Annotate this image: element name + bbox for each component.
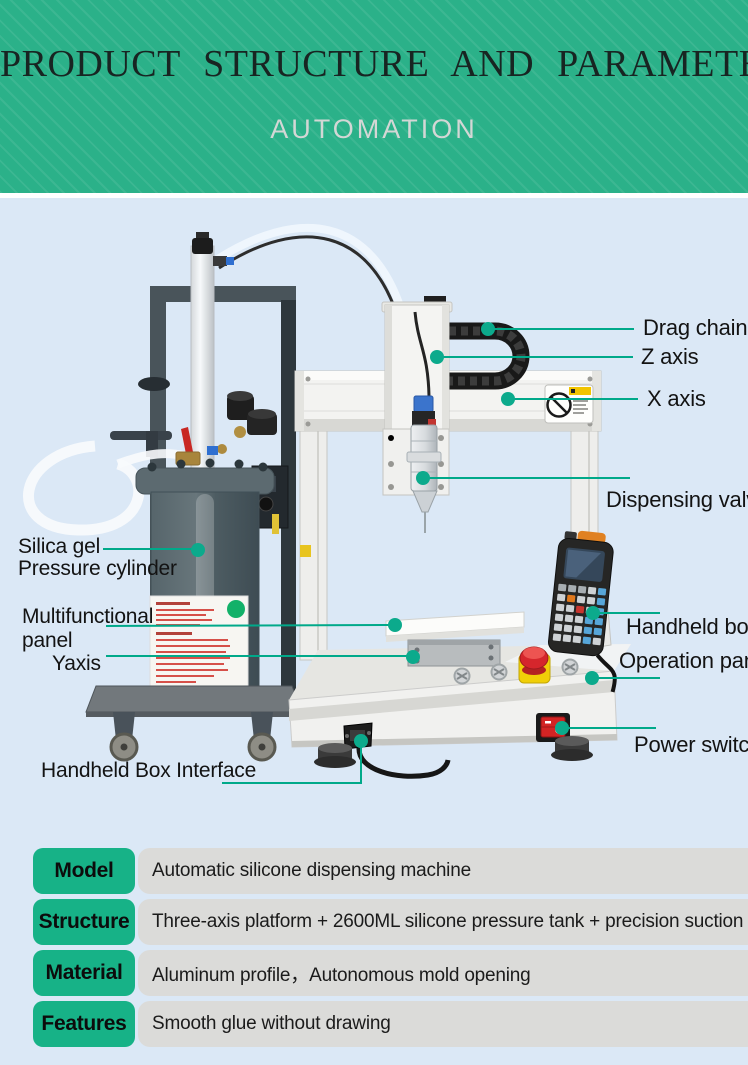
spec-value: Smooth glue without drawing <box>138 1001 748 1047</box>
leader-dot-z-axis <box>430 350 444 364</box>
leader-dot-dispensing-valve <box>416 471 430 485</box>
spec-row-material: Material Aluminum profile，Autonomous mol… <box>0 950 748 996</box>
leader-dot-handheld-interface <box>354 734 368 748</box>
spec-label: Model <box>33 848 135 894</box>
leader-dot-silica-gel <box>191 543 205 557</box>
label-drag-chain: Drag chain <box>643 315 748 340</box>
warning-label <box>544 384 594 424</box>
estop-button <box>518 646 551 684</box>
dispensing-valve-part <box>406 395 442 533</box>
spec-label: Structure <box>33 899 135 945</box>
label-x-axis: X axis <box>647 386 706 411</box>
handheld-pendant <box>547 530 617 693</box>
page-subtitle: AUTOMATION <box>270 114 478 144</box>
leader-lines <box>103 328 660 784</box>
spec-row-structure: Structure Three-axis platform + 2600ML s… <box>0 899 748 945</box>
label-line: Pressure cylinder <box>18 557 177 580</box>
spec-label: Material <box>33 950 135 996</box>
leader-dot-operation-panel <box>585 671 599 685</box>
label-yaxis: Yaxis <box>52 652 101 675</box>
spec-row-features: Features Smooth glue without drawing <box>0 1001 748 1047</box>
label-line: Silica gel <box>18 535 101 558</box>
label-multifunctional-panel: Multifunctional panel <box>22 605 153 653</box>
label-handheld-box: Handheld box <box>626 614 748 639</box>
header-banner: PRODUCT STRUCTURE AND PARAMETERS AUTOMAT… <box>0 0 748 193</box>
label-dispensing-valve: Dispensing valve <box>606 487 748 512</box>
label-handheld-box-interface: Handheld Box Interface <box>41 759 257 782</box>
spec-value: Three-axis platform + 2600ML silicone pr… <box>138 899 748 945</box>
feed-tube <box>190 232 234 485</box>
spec-label: Features <box>33 1001 135 1047</box>
leader-dot-power-switch <box>555 721 569 735</box>
leader-dots <box>191 322 600 748</box>
machine-feet <box>314 736 593 768</box>
spec-value: Automatic silicone dispensing machine <box>138 848 748 894</box>
pressure-tank <box>135 458 275 708</box>
spec-row-model: Model Automatic silicone dispensing mach… <box>0 848 748 894</box>
leader-line-handheld-interface <box>222 742 362 784</box>
page-title: PRODUCT STRUCTURE AND PARAMETERS <box>0 43 748 85</box>
tank-cart <box>85 685 303 762</box>
work-table <box>385 611 525 667</box>
spec-value: Aluminum profile，Autonomous mold opening <box>138 950 748 996</box>
leader-dot-multifunctional-panel <box>388 618 402 632</box>
leader-line-multifunctional-panel <box>105 624 396 627</box>
label-operation-panel: Operation panel <box>619 648 748 673</box>
label-z-axis: Z axis <box>641 344 699 369</box>
panel-screw-caps <box>453 658 579 685</box>
label-silica-gel-pressure-cylinder: Silica gel Pressure cylinder <box>18 536 177 580</box>
leader-dot-x-axis <box>501 392 515 406</box>
label-line: Multifunctional <box>22 605 154 628</box>
label-line: panel <box>22 629 73 652</box>
label-power-switch: Power switch <box>634 732 748 757</box>
leader-dot-drag-chain <box>481 322 495 336</box>
tank-label-sticker <box>149 595 249 689</box>
leader-dot-handheld-box <box>586 606 600 620</box>
leader-dot-yaxis <box>406 650 420 664</box>
